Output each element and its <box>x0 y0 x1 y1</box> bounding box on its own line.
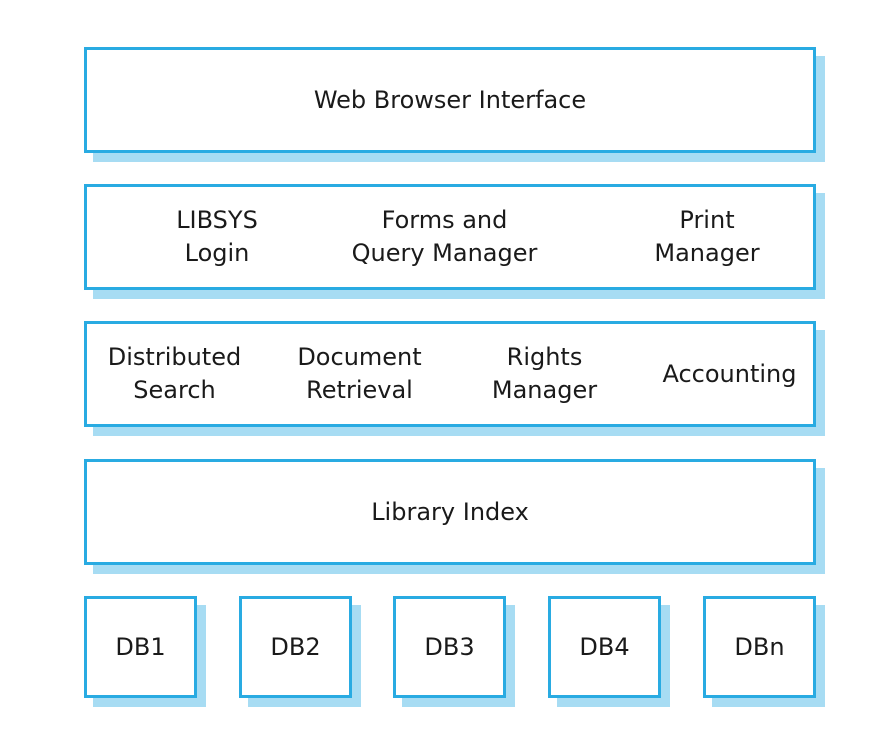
distributed-search-label: Distributed Search <box>107 343 242 404</box>
database-label: DB4 <box>579 632 630 661</box>
libsys-login-label: LIBSYS Login <box>176 206 258 267</box>
document-retrieval-label: Document Retrieval <box>297 343 422 404</box>
services-layer: Distributed Search Document Retrieval Ri… <box>84 321 816 427</box>
database-box: DB4 <box>548 596 661 698</box>
web-browser-interface-layer: Web Browser Interface <box>84 47 816 153</box>
accounting-label: Accounting <box>662 359 797 388</box>
library-index-label: Library Index <box>371 497 529 526</box>
web-browser-interface-label: Web Browser Interface <box>313 85 587 114</box>
library-index-layer: Library Index <box>84 459 816 565</box>
database-box: DB2 <box>239 596 352 698</box>
database-label: DBn <box>734 632 785 661</box>
database-label: DB1 <box>115 632 166 661</box>
database-label: DB2 <box>270 632 321 661</box>
database-box: DB3 <box>393 596 506 698</box>
database-box: DB1 <box>84 596 197 698</box>
database-label: DB3 <box>424 632 475 661</box>
forms-query-manager-label: Forms and Query Manager <box>351 206 538 267</box>
rights-manager-label: Rights Manager <box>491 343 598 404</box>
user-interface-layer: LIBSYS Login Forms and Query Manager Pri… <box>84 184 816 290</box>
print-manager-label: Print Manager <box>654 206 760 267</box>
database-box: DBn <box>703 596 816 698</box>
